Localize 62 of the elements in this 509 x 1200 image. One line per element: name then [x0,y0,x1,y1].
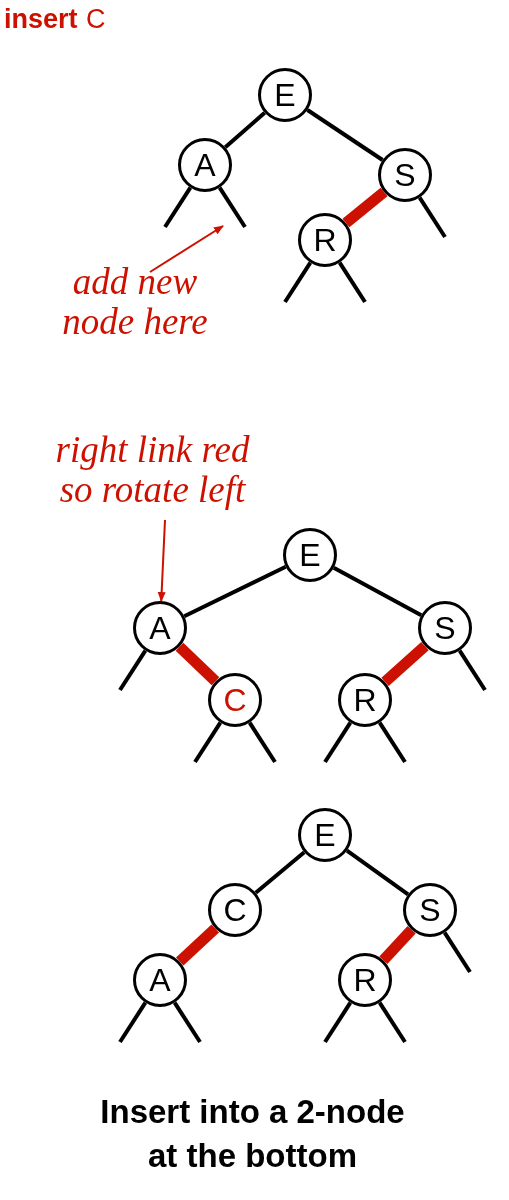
leader-arrow [157,519,166,603]
tree-link [306,108,384,162]
tree-node-circle [378,148,432,202]
node-key: C [223,684,247,716]
tree-node-circle [133,601,187,655]
tree-node-circle [338,673,392,727]
tree-node-circle [403,883,457,937]
tree-link [381,642,429,686]
null-link-line [283,261,313,304]
tree-node-circle [298,808,352,862]
tree-link [345,849,410,896]
tree-link [183,565,287,618]
null-link-line [457,649,487,692]
annotation-text: right link red so rotate left [35,430,270,510]
null-link-line [442,931,472,974]
tree-node-circle [283,528,337,582]
node-key: E [299,539,321,571]
tree-node-circle [418,601,472,655]
null-link-line [118,1001,148,1044]
tree-node-circle [208,883,262,937]
node-key: S [434,612,456,644]
tree-link [342,187,388,228]
node-key: A [149,612,171,644]
node-key: E [274,79,296,111]
tree-link [176,924,219,966]
tree-node-circle [338,953,392,1007]
null-link-line [417,196,447,239]
leader-arrow [149,225,224,273]
tree-node-circle [298,213,352,267]
tree-node-circle [133,953,187,1007]
node-key: A [149,964,171,996]
node-key: R [313,224,337,256]
null-link-line [377,721,407,764]
null-link-line [172,1001,202,1044]
tree-link [379,926,416,964]
tree-link [254,850,306,895]
node-key: C [223,894,247,926]
tree-link [224,111,266,149]
node-key: R [353,684,377,716]
node-key: E [314,819,336,851]
annotation-text: add new node here [40,262,230,342]
null-link-line [193,721,223,764]
node-key: R [353,964,377,996]
null-link-line [337,261,367,304]
null-link-line [118,649,148,692]
null-link-line [377,1001,407,1044]
tree-link [175,642,220,686]
null-link-line [247,721,277,764]
tree-node-circle [208,673,262,727]
heading-label: C [86,6,106,33]
null-link-line [163,186,193,229]
node-key: S [419,894,441,926]
caption: Insert into a 2-node at the bottom [99,1092,406,1176]
node-key: A [194,149,216,181]
null-link-line [217,186,247,229]
null-link-line [323,1001,353,1044]
node-key: S [394,159,416,191]
null-link-line [323,721,353,764]
tree-node-circle [178,138,232,192]
tree-node-circle [258,68,312,122]
heading-label: insert [4,6,78,33]
tree-link [332,566,423,617]
